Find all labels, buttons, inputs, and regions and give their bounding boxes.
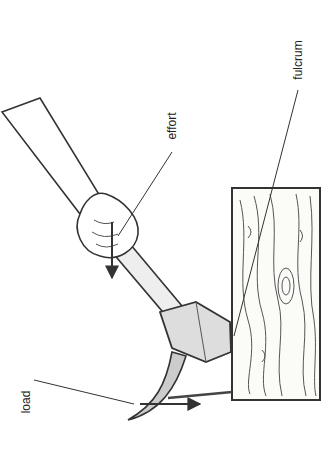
hammer-head xyxy=(160,302,231,362)
part-label: effort xyxy=(165,110,179,141)
nail xyxy=(168,392,232,398)
leader-line xyxy=(234,90,298,336)
hammer-claw xyxy=(128,352,186,420)
part-label: load xyxy=(19,389,33,416)
leader-line xyxy=(34,380,134,404)
effort-arrow xyxy=(111,222,113,278)
hand xyxy=(77,193,138,257)
part-label: fulcrum xyxy=(291,38,305,81)
arm xyxy=(2,98,100,214)
leader-line xyxy=(118,152,172,236)
load-arrow xyxy=(140,403,200,405)
